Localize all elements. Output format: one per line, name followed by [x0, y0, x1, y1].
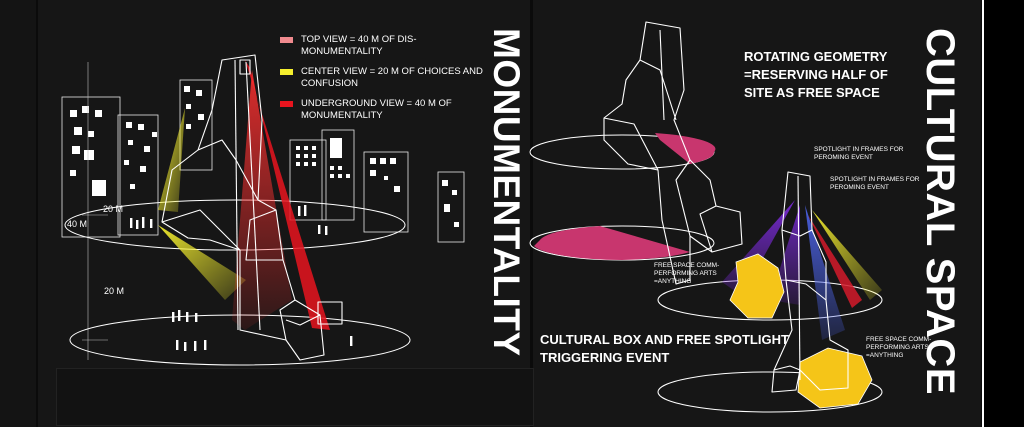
monumentality-title: MONUMENTALITY	[486, 28, 527, 357]
dimension-label-bottom: 20 M	[104, 286, 125, 296]
yellow-spotlight-upper	[158, 108, 185, 212]
building-windows	[70, 86, 459, 227]
spotlight-label-1: SPOTLIGHT IN FRAMES FOR PEROMING EVENT	[814, 146, 904, 161]
bottom-strip	[56, 368, 534, 426]
dimension-label-middle: 40 M	[67, 219, 88, 229]
dimension-line	[82, 62, 108, 360]
rotating-geometry-note: ROTATING GEOMETRY =RESERVING HALF OF SIT…	[744, 49, 888, 100]
right-margin	[982, 0, 1024, 427]
red-spotlight-right	[808, 215, 862, 308]
lower-free-space-plane	[534, 226, 690, 260]
upper-ground-ellipse	[64, 199, 406, 251]
left-margin	[0, 0, 36, 427]
spotlight-label-2: SPOTLIGHT IN FRAMES FOR PEROMING EVENT	[830, 176, 920, 191]
legend-label: TOP VIEW = 40 M OF DIS-MONUMENTALITY	[301, 34, 417, 57]
rotating-tower	[603, 21, 743, 285]
legend-swatch-yellow	[280, 69, 293, 75]
dimension-label-top: 20 M	[103, 204, 124, 214]
cultural-box-note: CULTURAL BOX AND FREE SPOTLIGHT TRIGGERI…	[540, 332, 789, 365]
blue-spotlight	[805, 205, 845, 340]
city-skyline	[61, 79, 465, 243]
legend-label: UNDERGROUND VIEW = 40 M OF MONUMENTALITY	[301, 98, 452, 121]
red-spotlight	[245, 60, 330, 330]
legend-center-view: CENTER VIEW = 20 M OF CHOICES AND CONFUS…	[280, 66, 490, 90]
yellow-spotlight-lower	[158, 225, 246, 300]
legend-label: CENTER VIEW = 20 M OF CHOICES AND CONFUS…	[301, 66, 483, 89]
free-space-label-2: FREE SPACE COMM-PERFORMING ARTS =ANYTHIN…	[866, 336, 932, 359]
yellow-cultural-boxes	[729, 253, 873, 409]
event-tower	[771, 171, 849, 393]
view-legend: TOP VIEW = 40 M OF DIS-MONUMENTALITY CEN…	[280, 34, 490, 130]
legend-underground-view: UNDERGROUND VIEW = 40 M OF MONUMENTALITY	[280, 98, 490, 122]
legend-swatch-pink	[280, 37, 293, 43]
people-figures	[130, 205, 353, 351]
yellow-spotlight-right	[812, 210, 882, 300]
free-space-label-1: FREE SPACE COMM-PERFORMING ARTS =ANYTHIN…	[654, 262, 720, 285]
legend-swatch-red	[280, 101, 293, 107]
red-glow-beam	[232, 70, 292, 330]
event-site-ellipse-lower	[657, 371, 883, 413]
legend-top-view: TOP VIEW = 40 M OF DIS-MONUMENTALITY	[280, 34, 490, 58]
monument-tower	[161, 54, 343, 361]
cultural-space-panel	[533, 0, 981, 427]
